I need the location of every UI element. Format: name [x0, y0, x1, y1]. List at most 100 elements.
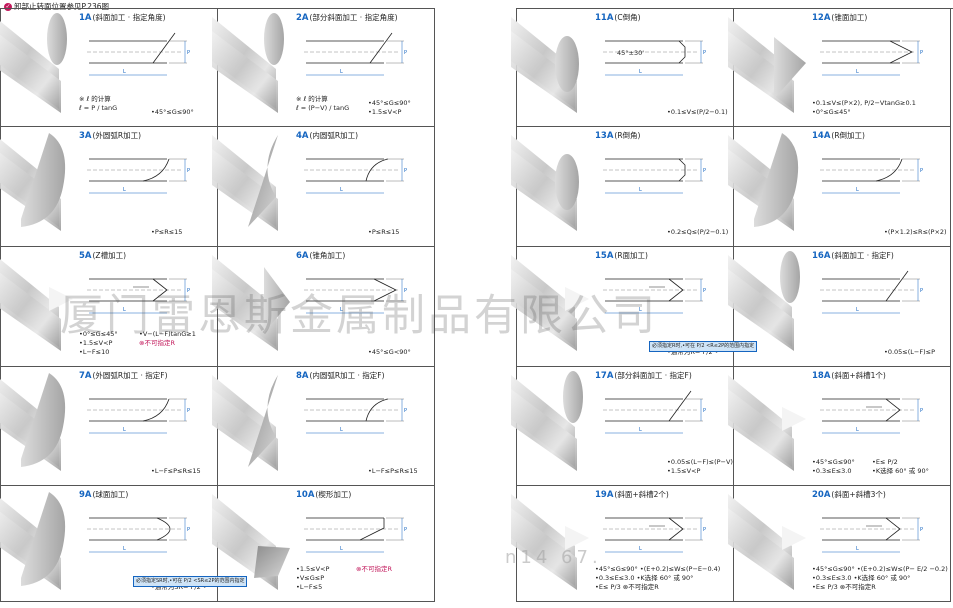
constraint-line: •通常为R= P/2 •	[667, 348, 719, 356]
option-title: 13A(R倒角)	[595, 130, 641, 141]
option-title-text: (内圆弧R加工 · 指定F)	[309, 371, 385, 380]
option-title: 19A(斜面+斜槽2个)	[595, 489, 669, 500]
svg-text:L: L	[856, 307, 859, 313]
rod-photo	[212, 247, 290, 366]
option-title: 1A(斜面加工 · 指定角度)	[79, 12, 166, 23]
option-title-text: (斜面加工 · 指定角度)	[92, 13, 166, 22]
svg-text:L: L	[639, 69, 642, 75]
constraint-notes: •P≤R≤15	[368, 228, 399, 237]
svg-text:L: L	[856, 546, 859, 552]
constraint-notes: •通常为R= P/2 •	[667, 348, 719, 357]
constraint-line: •45°≤G≤90°	[368, 99, 411, 107]
page-header: ✓ 卸部止转面位置参见P.236图	[4, 1, 109, 12]
option-title-text: (R面加工)	[614, 251, 648, 260]
constraint-line: •(P×1.2)≤R≤(P×2)	[884, 228, 947, 236]
constraint-line: •0.2≤Q≤(P/2−0.1)	[667, 228, 729, 236]
constraint-line: •45°≤G≤90°	[812, 458, 855, 466]
constraint-notes: •45°≤G≤90°•1.5≤V<P	[368, 99, 411, 117]
constraint-notes: •45°≤G≤90° •(E+0.2)≤W≤(P− E/2 −0.2)•0.3≤…	[812, 565, 948, 592]
option-code: 4A	[296, 131, 309, 141]
specification-callout: 必须指定R时,•可在 P/2 <R≤2P的范围内指定	[649, 341, 758, 352]
option-code: 15A	[595, 251, 614, 261]
svg-text:P: P	[703, 50, 706, 56]
callout-line: 必须指定R时,	[652, 343, 683, 349]
constraint-line: •P≤R≤15	[368, 228, 400, 236]
svg-text:P: P	[920, 288, 923, 294]
option-title-text: (斜面+斜槽1个)	[831, 371, 886, 380]
calc-line: ℓ = (P−V) / tanG	[296, 104, 350, 112]
constraint-line: •45°≤G≤90° •(E+0.2)≤W≤(P−E−0.4)	[595, 565, 721, 573]
option-title: 5A(Z槽加工)	[79, 250, 126, 261]
constraint-notes-secondary: •V−(L−F)tanG≥1⊗不可指定R	[139, 330, 196, 348]
constraint-line: ⊗不可指定R	[356, 565, 392, 573]
constraint-line: •L−F≤P≤R≤15	[151, 467, 201, 475]
constraint-notes: •通常为SR= P/2 •	[151, 583, 207, 592]
option-title-text: (部分斜面加工 · 指定F)	[614, 371, 692, 380]
svg-text:P: P	[187, 408, 190, 414]
constraint-line: •V≤G≤P	[296, 574, 325, 582]
dimension-label: 45°±30'	[617, 49, 645, 57]
option-code: 11A	[595, 13, 614, 23]
constraint-line: •L−F≤P≤R≤15	[368, 467, 418, 475]
constraint-notes: •45°≤G≤90°	[151, 108, 194, 117]
option-title: 6A(锥角加工)	[296, 250, 345, 261]
rod-photo	[0, 486, 73, 601]
svg-text:P: P	[920, 408, 923, 414]
constraint-line: •0°≤G≤45°	[79, 330, 118, 338]
rod-photo	[212, 486, 290, 601]
svg-text:P: P	[187, 288, 190, 294]
svg-text:P: P	[920, 168, 923, 174]
option-code: 12A	[812, 13, 831, 23]
option-code: 10A	[296, 490, 315, 500]
option-code: 6A	[296, 251, 309, 261]
calc-line: ※ ℓ 的计算	[79, 95, 111, 103]
constraint-line: •L−F≤5	[296, 583, 323, 591]
constraint-line: •1.5≤V<P	[667, 467, 701, 475]
option-title: 18A(斜面+斜槽1个)	[812, 370, 886, 381]
constraint-line: •0.05≤(L−F)≤P	[884, 348, 935, 356]
svg-text:L: L	[340, 546, 343, 552]
option-code: 13A	[595, 131, 614, 141]
svg-text:P: P	[404, 288, 407, 294]
constraint-line: •1.5≤V<P	[79, 339, 113, 347]
svg-text:L: L	[639, 187, 642, 193]
constraint-notes: •P≤R≤15	[151, 228, 182, 237]
rod-photo	[0, 127, 73, 246]
option-code: 18A	[812, 371, 831, 381]
constraint-line: •E≤ P/2	[872, 458, 898, 466]
option-title-text: (Z槽加工)	[92, 251, 127, 260]
constraint-line: •1.5≤V<P	[368, 108, 402, 116]
option-code: 16A	[812, 251, 831, 261]
constraint-line: •0.3≤E≤3.0 •K选择 60° 或 90°	[595, 574, 694, 582]
option-title-text: (斜面+斜槽3个)	[831, 490, 886, 499]
option-title-text: (外圆弧R加工)	[92, 131, 142, 140]
option-code: 19A	[595, 490, 614, 500]
svg-text:L: L	[123, 546, 126, 552]
option-title-text: (R倒角)	[614, 131, 641, 140]
constraint-line: •0.05≤(L−F)≤(P−V)	[667, 458, 733, 466]
rod-photo	[511, 486, 589, 601]
constraint-notes: •45°≤G≤90°•0.3≤E≤3.0	[812, 458, 855, 476]
constraint-notes: •0.05≤(L−F)≤(P−V)•1.5≤V<P	[667, 458, 733, 476]
option-code: 17A	[595, 371, 614, 381]
svg-text:P: P	[404, 527, 407, 533]
option-title: 9A(球面加工)	[79, 489, 128, 500]
option-title: 20A(斜面+斜槽3个)	[812, 489, 886, 500]
